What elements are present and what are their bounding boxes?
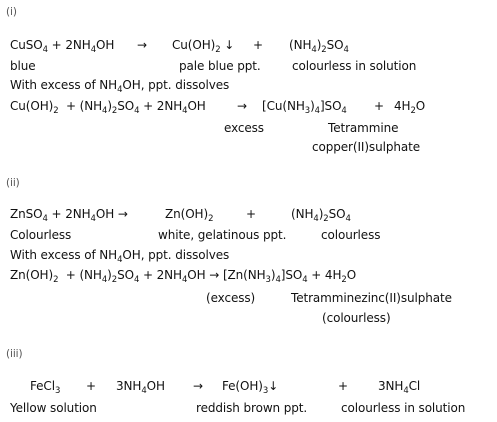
- plus-sign: +: [338, 379, 348, 393]
- section-label-i: (i): [6, 6, 17, 18]
- equation-term: 3NH4Cl: [378, 379, 421, 396]
- description-text: Tetrammine: [328, 121, 399, 135]
- equation-term: 3NH4OH: [116, 379, 165, 396]
- description-text: reddish brown ppt.: [196, 401, 308, 415]
- section-label-iii: (iii): [6, 348, 23, 360]
- equation-term: (NH4)2SO4: [291, 207, 351, 224]
- section-label-ii: (ii): [6, 177, 20, 189]
- equation-term: ZnSO4 + 2NH4OH →: [10, 207, 128, 224]
- plus-sign: +: [253, 38, 263, 52]
- description-text: copper(II)sulphate: [312, 140, 420, 154]
- description-text: pale blue ppt.: [179, 59, 261, 73]
- description-text: colourless: [321, 228, 381, 242]
- description-text: excess: [224, 121, 264, 135]
- equation-term: Cu(OH)2 + (NH4)2SO4 + 2NH4OH: [10, 99, 206, 116]
- reaction-arrow: →: [137, 38, 147, 52]
- plus-sign: +: [86, 379, 96, 393]
- equation-term: Cu(OH)2 ↓: [172, 38, 235, 55]
- note-text: With excess of NH4OH, ppt. dissolves: [10, 248, 230, 265]
- description-text: Colourless: [10, 228, 72, 242]
- equation-line: Zn(OH)2 + (NH4)2SO4 + 2NH4OH → [Zn(NH3)4…: [10, 268, 357, 285]
- description-text: blue: [10, 59, 36, 73]
- description-text: (excess): [206, 291, 256, 305]
- note-text: With excess of NH4OH, ppt. dissolves: [10, 78, 230, 95]
- equation-term: (NH4)2SO4: [289, 38, 349, 55]
- description-text: Yellow solution: [10, 401, 97, 415]
- equation-term: FeCl3: [30, 379, 61, 396]
- plus-sign: +: [246, 207, 256, 221]
- description-text: colourless in solution: [292, 59, 417, 73]
- equation-term: Fe(OH)3↓: [222, 379, 279, 396]
- description-text: Tetramminezinc(II)sulphate: [291, 291, 452, 305]
- plus-sign: +: [374, 99, 384, 113]
- equation-term: CuSO4 + 2NH4OH: [10, 38, 115, 55]
- equation-term: Zn(OH)2: [165, 207, 214, 224]
- equation-term: 4H2O: [394, 99, 426, 116]
- description-text: (colourless): [322, 311, 391, 325]
- description-text: colourless in solution: [341, 401, 466, 415]
- reaction-arrow: →: [193, 379, 203, 393]
- equation-term: [Cu(NH3)4]SO4: [262, 99, 347, 116]
- reaction-arrow: →: [237, 99, 247, 113]
- description-text: white, gelatinous ppt.: [158, 228, 287, 242]
